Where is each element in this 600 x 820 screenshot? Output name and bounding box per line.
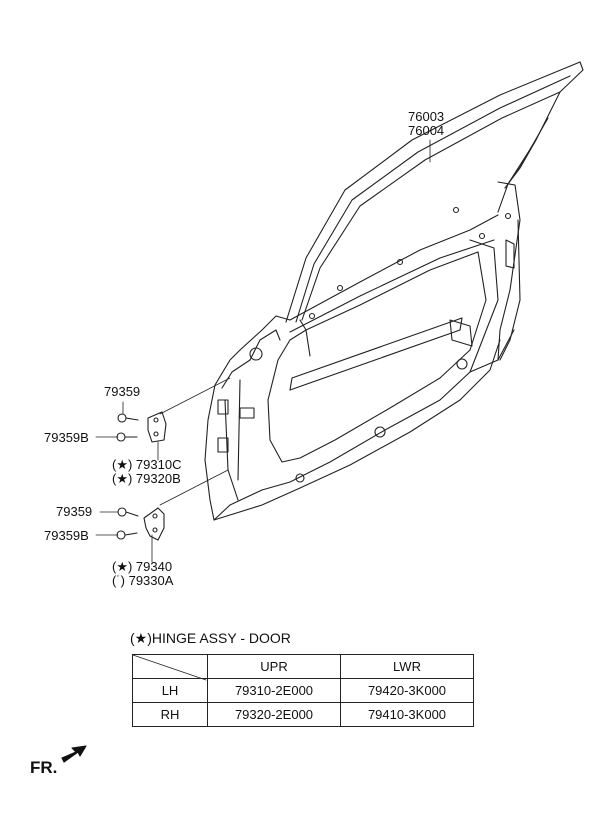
row-upr: 79310-2E000 bbox=[207, 678, 341, 703]
row-side: RH bbox=[132, 702, 208, 727]
lower-bolt-icon bbox=[117, 507, 139, 517]
hinge-table: UPR LWR LH 79310-2E000 79420-3K000 RH 79… bbox=[132, 654, 474, 727]
part-label-upper-hinge-lh: (★) 79310C bbox=[112, 457, 182, 472]
part-label-upper-hinge-rh: (★) 79320B bbox=[112, 471, 181, 486]
table-row: RH 79320-2E000 79410-3K000 bbox=[132, 702, 474, 727]
door-inner-panel bbox=[204, 181, 521, 521]
leader-lines bbox=[95, 139, 431, 563]
table-corner-cell bbox=[132, 654, 208, 679]
row-side: LH bbox=[132, 678, 208, 703]
hinge-table-title: (★)HINGE ASSY - DOOR bbox=[130, 630, 291, 646]
part-label-lower-hinge-rh: (˙) 79330A bbox=[112, 573, 174, 588]
row-lwr: 79410-3K000 bbox=[340, 702, 474, 727]
row-lwr: 79420-3K000 bbox=[340, 678, 474, 703]
lower-bolt-b-icon bbox=[116, 530, 138, 540]
front-direction-label: FR. bbox=[30, 758, 58, 777]
table-row: LH 79310-2E000 79420-3K000 bbox=[132, 678, 474, 703]
header-lwr: LWR bbox=[340, 654, 474, 679]
part-label-lower-hinge-lh: (★) 79340 bbox=[112, 559, 173, 574]
row-upr: 79320-2E000 bbox=[207, 702, 341, 727]
part-label-upper-bolt-b: 79359B bbox=[44, 430, 89, 445]
part-label-lower-bolt-b: 79359B bbox=[44, 528, 89, 543]
header-upr: UPR bbox=[207, 654, 341, 679]
part-label-76004: 76004 bbox=[408, 123, 445, 138]
front-arrow-icon bbox=[61, 745, 87, 763]
part-label-lower-bolt: 79359 bbox=[56, 504, 93, 519]
lower-hinge bbox=[143, 507, 165, 541]
upper-bolt-icon bbox=[117, 413, 139, 423]
upper-hinge bbox=[147, 411, 167, 443]
part-label-upper-bolt: 79359 bbox=[104, 384, 141, 399]
upper-bolt-b-icon bbox=[116, 432, 138, 442]
window-frame bbox=[285, 61, 584, 323]
table-header-row: UPR LWR bbox=[132, 654, 474, 679]
part-label-76003: 76003 bbox=[408, 109, 445, 124]
